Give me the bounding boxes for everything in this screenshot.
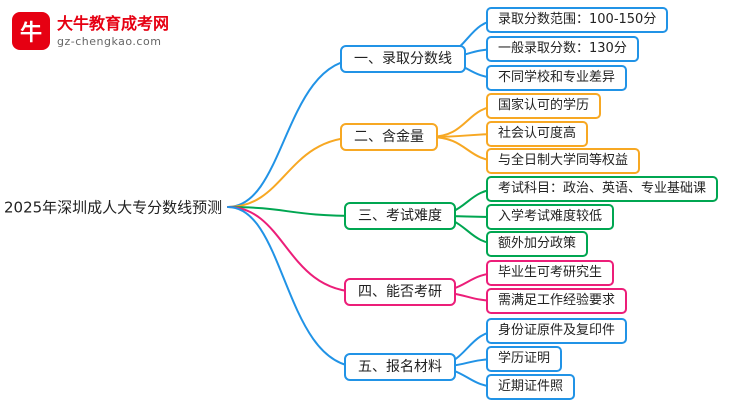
connector-central-branch-2 [227, 206, 361, 217]
central-topic: 2025年深圳成人大专分数线预测 [4, 198, 223, 217]
logo-text: 大牛教育成考网 gz-chengkao.com [57, 12, 169, 49]
branch-node-2: 三、考试难度 [344, 202, 456, 230]
site-logo: 牛 大牛教育成考网 gz-chengkao.com [12, 12, 169, 50]
connector-central-branch-3 [227, 206, 361, 293]
leaf-node-4-1: 学历证明 [486, 346, 563, 372]
bull-logo-icon: 牛 [12, 12, 50, 50]
connector-central-branch-1 [227, 136, 361, 208]
branch-node-4: 五、报名材料 [344, 353, 456, 381]
logo-subtitle: gz-chengkao.com [57, 35, 162, 48]
logo-title: 大牛教育成考网 [57, 14, 170, 33]
leaf-node-0-1: 一般录取分数：130分 [486, 36, 639, 62]
leaf-node-3-1: 需满足工作经验要求 [486, 288, 628, 314]
leaf-node-2-1: 入学考试难度较低 [486, 204, 615, 230]
connector-central-branch-0 [227, 58, 361, 208]
leaf-node-2-0: 考试科目：政治、英语、专业基础课 [486, 176, 719, 202]
leaf-node-3-0: 毕业生可考研究生 [486, 260, 615, 286]
leaf-node-4-0: 身份证原件及复印件 [486, 318, 628, 344]
connector-central-branch-4 [227, 206, 361, 368]
leaf-node-0-2: 不同学校和专业差异 [486, 65, 628, 91]
branch-node-3: 四、能否考研 [344, 278, 456, 306]
leaf-node-2-2: 额外加分政策 [486, 231, 589, 257]
branch-node-1: 二、含金量 [340, 123, 438, 151]
leaf-node-1-1: 社会认可度高 [486, 121, 589, 147]
leaf-node-1-2: 与全日制大学同等权益 [486, 148, 641, 174]
leaf-node-0-0: 录取分数范围：100-150分 [486, 7, 669, 33]
leaf-node-4-2: 近期证件照 [486, 374, 576, 400]
leaf-node-1-0: 国家认可的学历 [486, 93, 602, 119]
branch-node-0: 一、录取分数线 [340, 45, 466, 73]
